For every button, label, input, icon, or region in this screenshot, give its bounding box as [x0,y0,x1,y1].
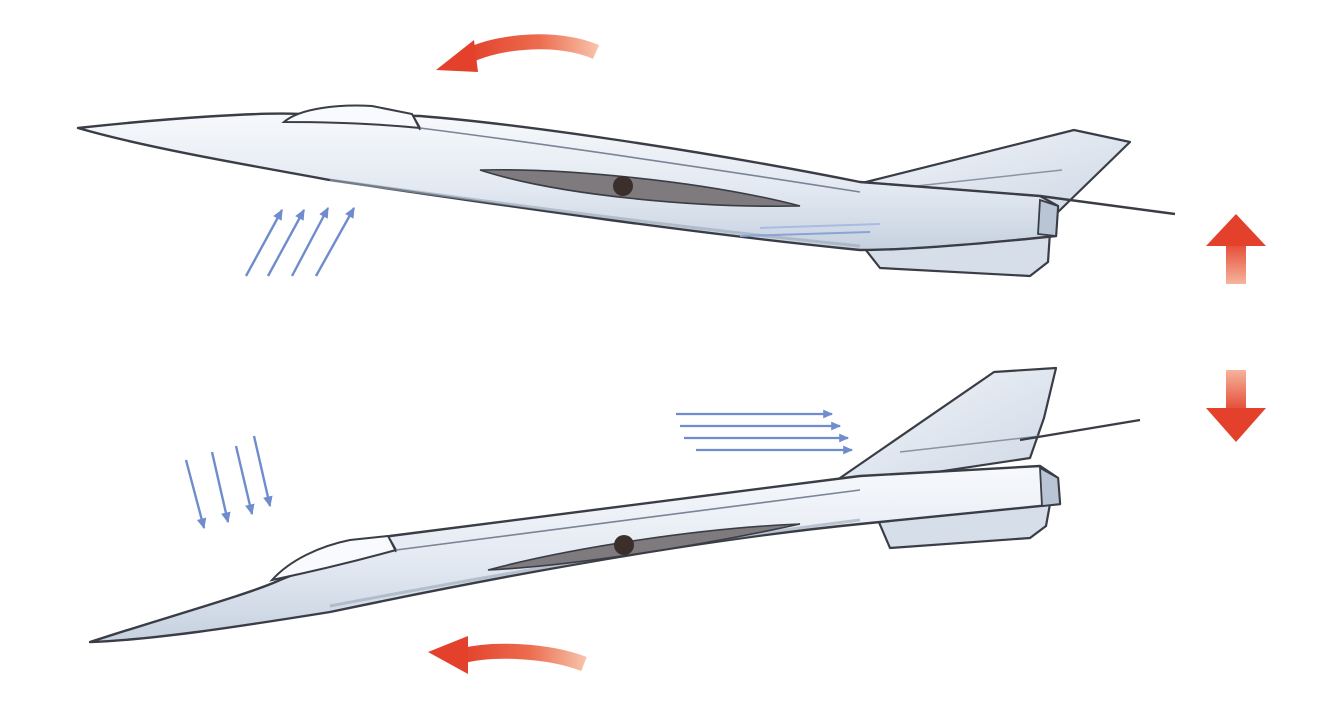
aircraft-nose-up-icon [78,106,1175,276]
aircraft-nose-down-icon [90,368,1140,642]
curved-arrow-left-icon [428,636,584,674]
airflow-horizontal-icon [676,414,852,450]
airflow-up-icon [246,208,354,276]
upper-wing-pivot [613,176,633,196]
lower-wing-pivot [614,535,634,555]
arrow-down-icon [1206,370,1266,442]
lower-tail-fin [840,368,1056,482]
arrow-up-icon [1206,214,1266,284]
curved-arrow-left-icon [436,40,596,72]
airflow-down-icon [186,436,270,528]
